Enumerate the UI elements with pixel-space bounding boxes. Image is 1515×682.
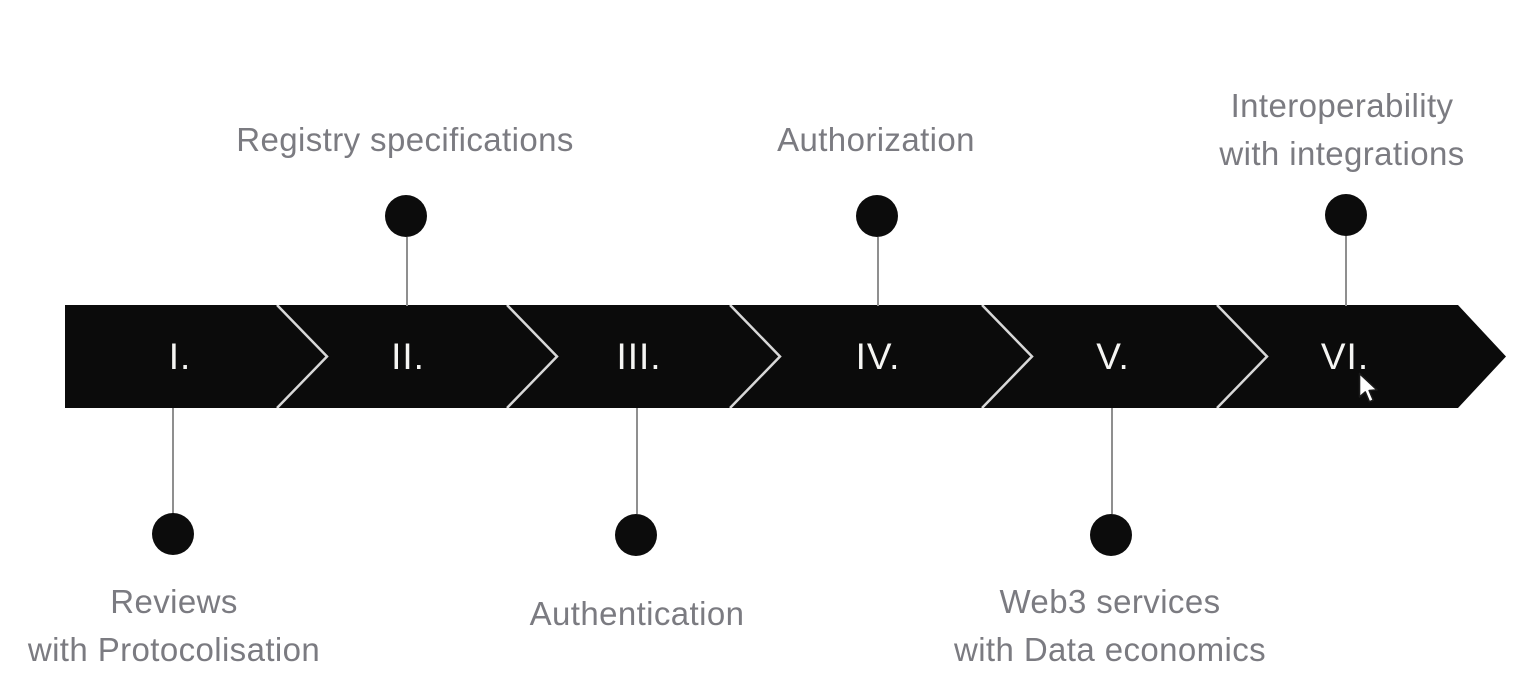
milestone-label-web3-services: Web3 services with Data economics: [880, 578, 1340, 674]
milestone-label-line: with Protocolisation: [27, 631, 321, 668]
chevron-separator-3: [729, 305, 782, 408]
connector-line-phase-6: [1345, 236, 1347, 306]
milestone-label-reviews: Reviews with Protocolisation: [0, 578, 404, 674]
milestone-label-authorization: Authorization: [646, 116, 1106, 178]
milestone-dot-phase-3: [615, 514, 657, 556]
milestone-label-registry-specifications: Registry specifications: [175, 116, 635, 178]
phase-numeral-5: V.: [1096, 335, 1130, 377]
milestone-dot-phase-6: [1325, 194, 1367, 236]
connector-line-phase-3: [636, 408, 638, 514]
milestone-label-line: Reviews: [110, 583, 238, 620]
connector-line-phase-5: [1111, 408, 1113, 514]
milestone-label-line: Web3 services: [999, 583, 1221, 620]
connector-line-phase-2: [406, 237, 408, 306]
chevron-separator-2: [506, 305, 559, 408]
phase-numeral-6: VI.: [1320, 335, 1370, 377]
banner-arrow-shape: [65, 305, 1506, 408]
chevron-separator-4: [981, 305, 1034, 408]
chevron-separator-5: [1216, 305, 1269, 408]
mouse-cursor-icon: [1358, 372, 1378, 403]
milestone-dot-phase-4: [856, 195, 898, 237]
connector-line-phase-4: [877, 237, 879, 306]
milestone-label-line: with Data economics: [953, 631, 1267, 668]
chevron-separator-1: [276, 305, 329, 408]
milestone-dot-phase-2: [385, 195, 427, 237]
timeline-arrow-banner: [65, 305, 1506, 408]
milestone-label-line: Interoperability: [1230, 87, 1454, 124]
phase-numeral-1: I.: [168, 335, 192, 377]
milestone-dot-phase-1: [152, 513, 194, 555]
milestone-label-line: Authorization: [777, 121, 975, 158]
milestone-label-line: Authentication: [529, 595, 745, 632]
milestone-dot-phase-5: [1090, 514, 1132, 556]
milestone-label-line: with integrations: [1219, 135, 1465, 172]
connector-line-phase-1: [172, 408, 174, 514]
milestone-label-interoperability: Interoperability with integrations: [1112, 82, 1515, 178]
milestone-label-authentication: Authentication: [407, 578, 867, 638]
phase-numeral-2: II.: [391, 335, 425, 377]
phase-numeral-3: III.: [616, 335, 662, 377]
milestone-label-line: Registry specifications: [236, 121, 574, 158]
phase-numeral-4: IV.: [855, 335, 901, 377]
